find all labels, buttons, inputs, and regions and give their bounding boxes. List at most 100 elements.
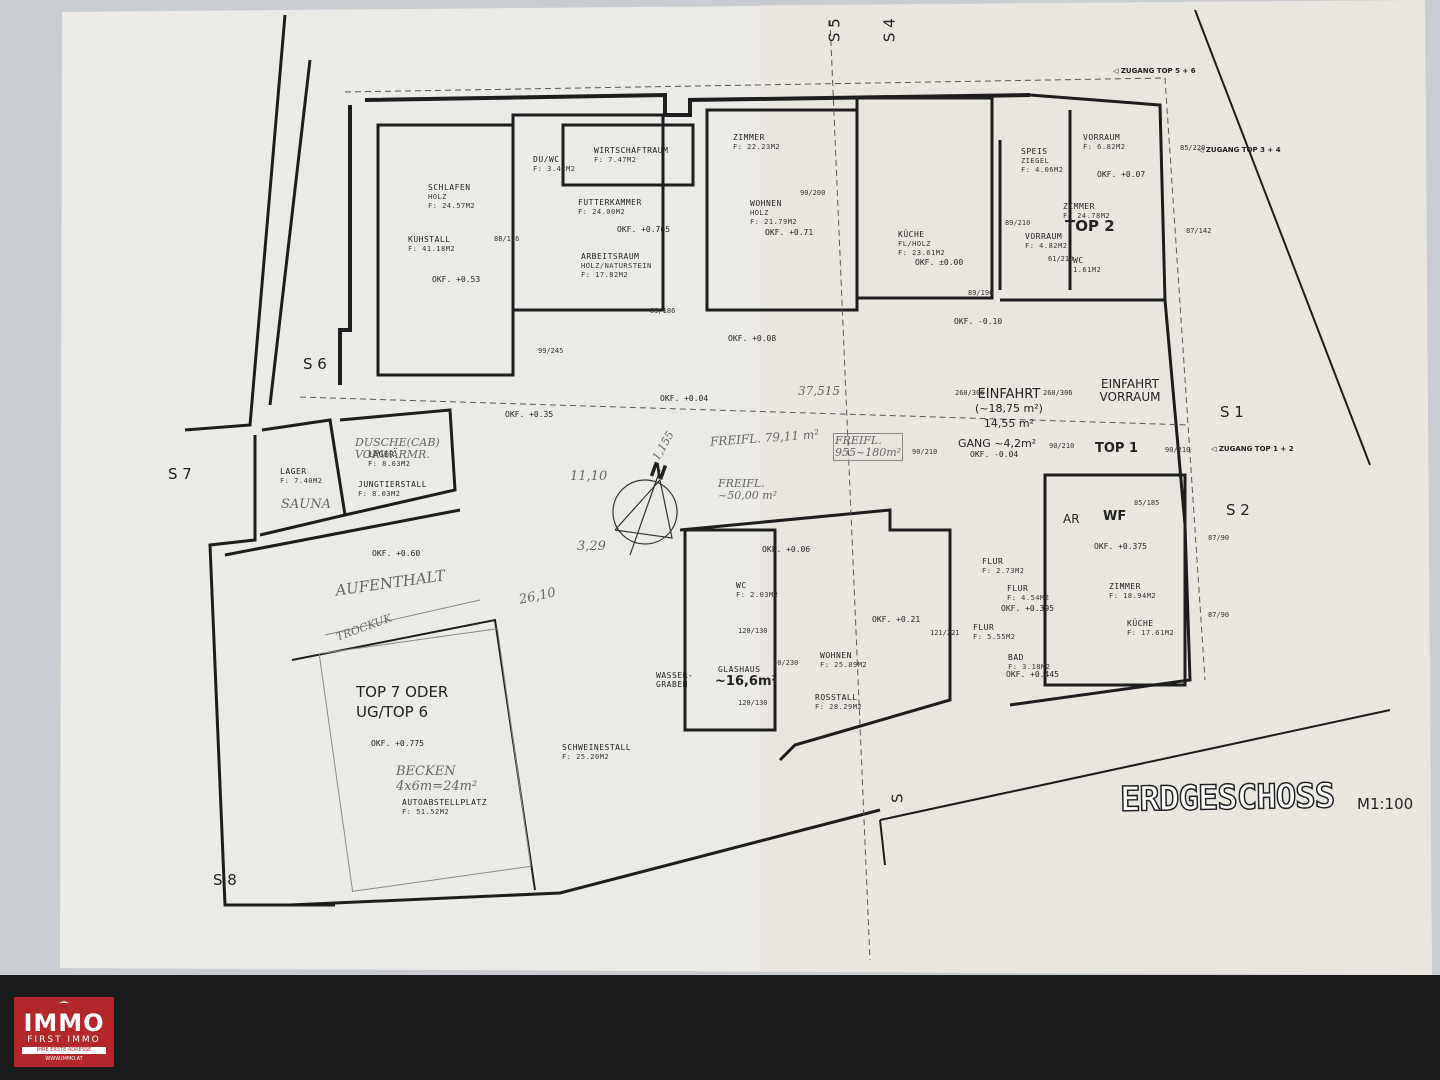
note-dusche: DUSCHE(CAB) VORWÄRMR. [355,436,440,462]
level-marker: OKF. +0.765 [617,225,670,234]
room-name: SPEIS [1021,147,1048,156]
level-marker: OKF. +0.53 [432,275,481,284]
access-text: ZUGANG TOP 1 + 2 [1218,445,1294,453]
section-marker: S 1 [1220,403,1244,421]
level-marker: OKF. ±0.00 [915,258,964,267]
note-top1: TOP 1 [1095,441,1139,456]
level-marker: OKF. +0.21 [872,615,921,624]
level-marker: OKF. +0.07 [1097,170,1146,179]
room-name: LAGER [368,450,395,459]
room-name: JUNGTIERSTALL [358,480,428,489]
room-name: FLUR [973,623,995,632]
room-area: F: 5.55M2 [973,632,1016,641]
dimension: 90/200 [800,189,826,197]
note-text: EINFAHRT [977,387,1041,402]
dimension: 87/90 [1208,611,1230,619]
note-becken: BECKEN [396,764,456,779]
dimension: 121/221 [930,629,960,637]
dimension: 61/210 [1048,255,1074,263]
room-area: F: 25.89M2 [820,660,868,669]
room-name: VORRAUM [1083,133,1121,142]
dimension: 260/306 [1043,389,1073,397]
logo-brand: IMMO [23,1009,105,1037]
note-freifl-2: FREIFL.955~180m² [833,433,904,462]
room-name: DU/WC [533,155,560,164]
dimension: 90/210 [1049,442,1075,450]
access-text: ZUGANG TOP 3 + 4 [1205,146,1281,154]
section-marker: S 4 [880,18,899,43]
logo-tagline: IHRE ERSTE ADRESSE [22,1047,106,1054]
room-name: FLUR [982,557,1004,566]
dimension: 89/196 [968,289,994,297]
level-marker: OKF. +0.35 [505,410,554,419]
room-name: FUTTERKAMMER [578,198,642,207]
level-marker: OKF. +0.775 [371,739,424,748]
section-marker: S 8 [213,871,237,889]
level-marker: OKF. +0.395 [1001,604,1054,613]
level-marker: OKF. +0.08 [728,334,777,343]
plan-scale: M1:100 [1357,795,1414,813]
level-marker: OKF. +0.71 [765,228,814,237]
room-area: F: 22.23M2 [733,142,781,151]
dimension: 90/210 [912,448,938,456]
room-name: ZIMMER [1063,202,1095,211]
room-area: F: 23.61M2 [898,248,946,257]
logo-url: WWW.IMMO.AT [45,1056,83,1062]
level-marker: OKF. -0.04 [970,450,1019,459]
room-name: WIRTSCHAFTRAUM [594,146,669,155]
access-label: ◁ ZUGANG TOP 3 + 4 [1198,146,1281,154]
room-area: F: 18.94M2 [1109,591,1157,600]
room-name: ZIMMER [1109,582,1141,591]
level-marker: OKF. -0.10 [954,317,1003,326]
note-gang: GANG ~4,2m² [958,437,1037,450]
note-dim: 3,29 [577,539,606,554]
room-name: WASSER-GRABEN [656,671,694,689]
room-name: ROSSTALL [815,693,858,702]
room-area: F: 3.42M2 [533,164,576,173]
room-area: F: 17.61M2 [1127,628,1175,637]
section-marker: S 2 [1226,501,1250,519]
dashed-lines [299,19,1206,961]
room-area: F: 4.06M2 [1021,165,1064,174]
note-freifl-3: FREIFL.~50,00 m² [718,477,777,502]
room-name: BAD [1008,653,1024,662]
pencil-marks [318,599,532,892]
room-area: F: 8.03M2 [368,459,411,468]
note-ar: AR [1063,512,1080,526]
room-area: F: 51.52M2 [402,807,450,816]
dimension: 120/130 [738,627,768,635]
room-area: F: 7.47M2 [594,155,637,164]
room-area: F: 7.40M2 [280,476,323,485]
room-area: F: 8.03M2 [358,489,401,498]
room-area: F: 28.29M2 [815,702,863,711]
paper-right-half [760,0,1432,975]
dimension: 85/220 [1180,144,1206,152]
note-glashaus-area: ~16,6m² [715,674,778,689]
room-material: FL/HOLZ [898,239,932,248]
access-text: ZUGANG TOP 5 + 6 [1120,67,1196,75]
room-name: LAGER [280,467,307,476]
room-label-wassergraben: WASSER-GRABEN [656,671,696,690]
dimension: 99/245 [538,347,564,355]
section-marker: S 7 [168,465,192,483]
room-area: F: 24.78M2 [1063,211,1111,220]
north-arrow [612,469,678,556]
room-area: F: 17.82M2 [581,270,629,279]
room-name: FLUR [1007,584,1029,593]
walls [184,9,1391,907]
